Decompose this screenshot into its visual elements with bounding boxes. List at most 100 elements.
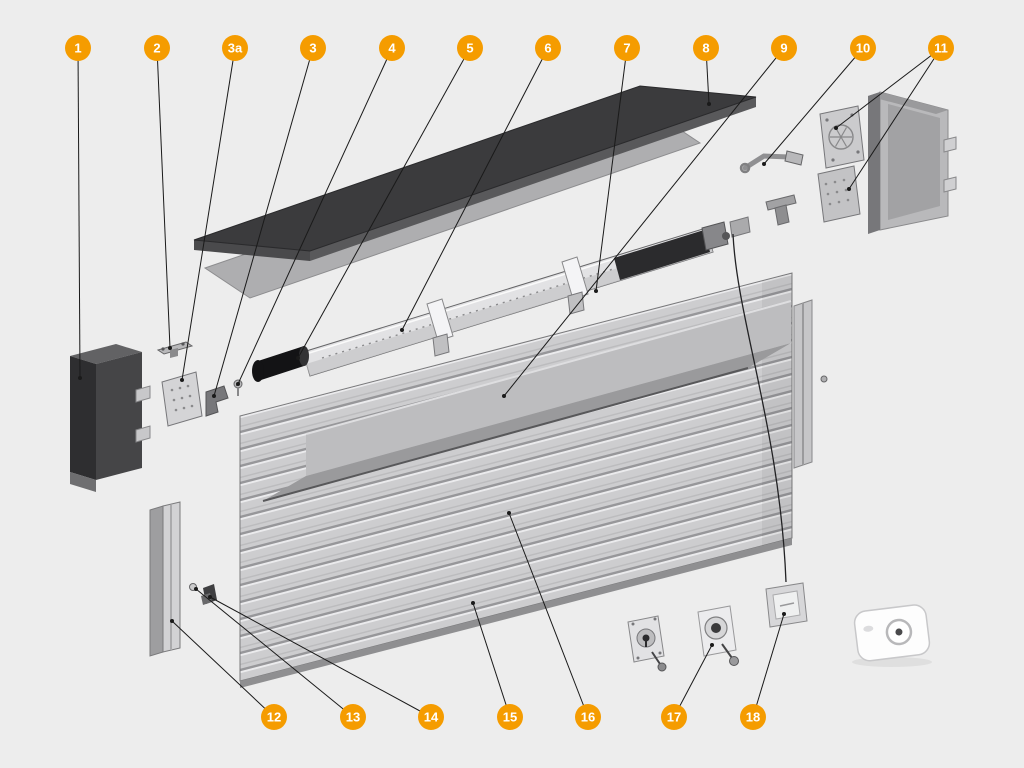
leader-dot-6 [400,328,404,332]
callout-number-3a: 3a [228,41,243,56]
callout-circle-3a [222,35,248,61]
callout-6: 6 [535,35,561,61]
key-icon [729,656,739,666]
leader-line-17 [673,644,713,718]
callout-number-14: 14 [424,710,439,725]
callout-2: 2 [144,35,170,61]
leader-line-13 [195,588,354,718]
leader-line-9 [503,47,785,397]
leader-dot-2 [168,346,172,350]
leader-dot-15 [471,601,475,605]
callout-7: 7 [614,35,640,61]
callout-circle-7 [614,35,640,61]
callout-16: 16 [575,704,601,730]
callout-4: 4 [379,35,405,61]
roller-tube-assembly [252,216,751,382]
housing-box-right [868,91,957,234]
leader-dot-10 [762,162,766,166]
callout-11: 11 [928,35,954,61]
stopper-parts [189,583,217,605]
wall-bracket-right [765,194,797,226]
callout-15: 15 [497,704,523,730]
callout-circle-4 [379,35,405,61]
leader-line-18 [752,613,785,718]
perforated-plate-left [161,371,203,427]
leader-dot-9 [502,394,506,398]
leader-line-6 [401,47,549,331]
callout-number-12: 12 [267,710,281,725]
callout-number-11: 11 [934,41,948,56]
bearing-bracket [205,385,229,417]
callout-number-2: 2 [153,41,160,56]
leader-line-10 [763,47,864,165]
remote-control [853,604,931,662]
callout-1: 1 [65,35,91,61]
callout-number-10: 10 [856,41,870,56]
callout-number-8: 8 [702,41,709,56]
mounting-bracket-small [156,341,194,358]
curtain-top-fascia [262,300,792,502]
key-switch-left [627,615,667,672]
motor-cable [732,233,787,583]
leader-dot-11 [847,187,851,191]
callout-number-7: 7 [623,41,630,56]
tube-adapter [252,346,309,382]
curtain-bottom-bar [240,538,792,688]
leader-line-4 [237,47,393,385]
leader-dot-8 [707,102,711,106]
leader-line-2 [156,47,171,349]
key-switch-right [697,605,739,666]
callout-number-6: 6 [544,41,551,56]
callout-3: 3 [300,35,326,61]
leader-dot-7 [594,289,598,293]
leader-line-15 [472,602,511,718]
lintel-box [193,85,757,299]
tube-motor-end [614,216,751,280]
callout-number-18: 18 [746,710,760,725]
callout-circle-11 [928,35,954,61]
surface-switch [765,582,808,628]
tube-crown-ring-2 [561,256,589,315]
perforated-plate-bottom-right [817,165,861,223]
callout-circle-16 [575,704,601,730]
tube-crown-ring [426,298,454,357]
callout-circle-10 [850,35,876,61]
callout-number-5: 5 [466,41,473,56]
callout-17: 17 [661,704,687,730]
callout-number-15: 15 [503,710,517,725]
key-icon [657,662,667,672]
callout-circle-14 [418,704,444,730]
perforated-plate-top-right [819,105,865,169]
callout-number-16: 16 [581,710,595,725]
leader-line-3 [213,47,314,397]
crank-handle [739,150,804,174]
callout-13: 13 [340,704,366,730]
callout-10: 10 [850,35,876,61]
leader-line-3a [181,47,236,381]
left-end-cap [70,344,151,492]
leader-line-14 [209,596,432,718]
callout-3a: 3a [222,35,248,61]
callout-8: 8 [693,35,719,61]
leader-dot-3 [212,394,216,398]
callout-circle-15 [497,704,523,730]
leader-dot-5 [296,356,300,360]
callout-number-1: 1 [74,41,81,56]
callout-circle-6 [535,35,561,61]
callout-circle-5 [457,35,483,61]
callout-18: 18 [740,704,766,730]
callout-number-13: 13 [346,710,360,725]
callout-circle-2 [144,35,170,61]
callout-circle-8 [693,35,719,61]
callout-circle-18 [740,704,766,730]
remote-indicator [863,625,874,632]
callout-number-3: 3 [309,41,316,56]
leader-line-5 [297,47,471,359]
rail-screw [820,375,828,383]
guide-rail-left [149,501,181,657]
callout-circle-17 [661,704,687,730]
leader-dot-3a [180,378,184,382]
